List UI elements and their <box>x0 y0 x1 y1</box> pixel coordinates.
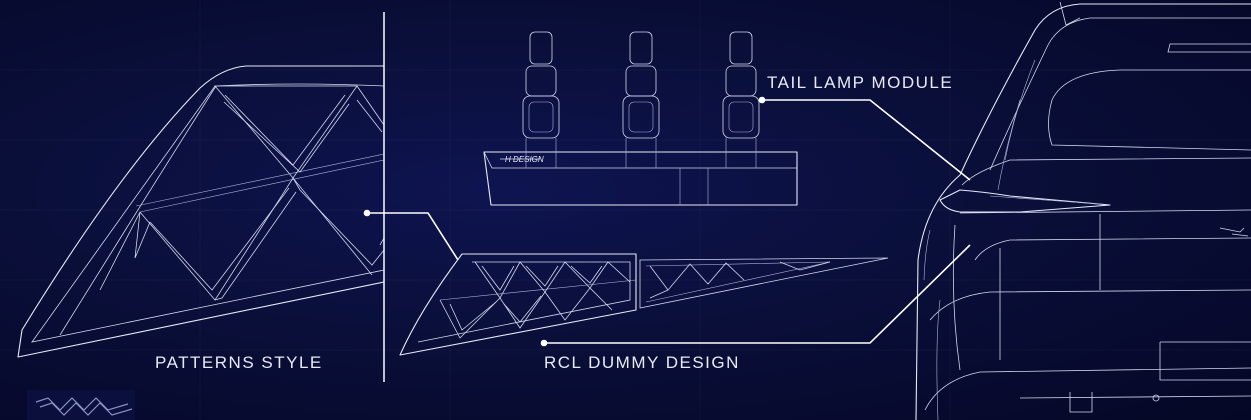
tail-lamp-module-drawing: H DESIGN <box>483 31 798 206</box>
callout-line-rcl <box>544 244 971 344</box>
svg-text:H DESIGN: H DESIGN <box>505 155 544 164</box>
patterns-style-label: PATTERNS STYLE <box>155 353 323 372</box>
rcl-dummy-design-drawing <box>399 253 889 356</box>
callout-line-patterns <box>367 212 459 261</box>
vehicle-rear-drawing <box>915 1 1251 420</box>
logo-mark-icon <box>27 390 135 420</box>
callout-leaders <box>363 96 971 347</box>
tail-lamp-module-label: TAIL LAMP MODULE <box>767 73 954 92</box>
callout-line-tail <box>762 99 971 181</box>
patterns-style-drawing <box>17 65 385 358</box>
rcl-dummy-design-label: RCL DUMMY DESIGN <box>544 353 740 372</box>
